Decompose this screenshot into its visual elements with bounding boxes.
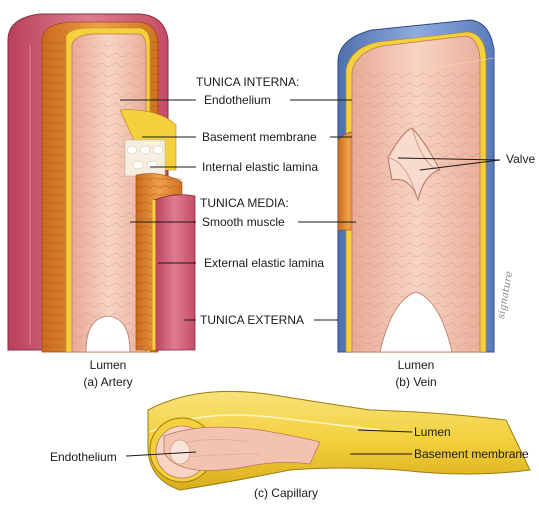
tunica-media-heading: TUNICA MEDIA: (200, 196, 289, 210)
vein-lumen-label: Lumen (392, 358, 440, 372)
basement-membrane-label: Basement membrane (202, 130, 317, 144)
artery-caption: (a) Artery (62, 375, 154, 389)
external-elastic-lamina-label: External elastic lamina (204, 256, 324, 270)
smooth-muscle-label: Smooth muscle (202, 215, 285, 229)
capillary-caption: (c) Capillary (230, 486, 342, 500)
capillary-lumen-label: Lumen (414, 425, 451, 439)
valve-label: Valve (506, 152, 535, 166)
internal-elastic-lamina-label: Internal elastic lamina (202, 160, 318, 174)
artery-illustration (8, 14, 195, 352)
tunica-interna-heading: TUNICA INTERNA: (196, 75, 299, 89)
capillary-illustration (148, 391, 530, 490)
capillary-endothelium-label: Endothelium (50, 450, 117, 464)
vein-illustration (338, 20, 494, 352)
artery-elastic-lamina-band (125, 140, 165, 176)
tunica-externa-label: TUNICA EXTERNA (200, 313, 304, 327)
capillary-basement-membrane-label: Basement membrane (414, 447, 529, 461)
endothelium-label: Endothelium (204, 93, 271, 107)
vein-caption: (b) Vein (376, 375, 456, 389)
artery-lumen-label: Lumen (84, 358, 132, 372)
